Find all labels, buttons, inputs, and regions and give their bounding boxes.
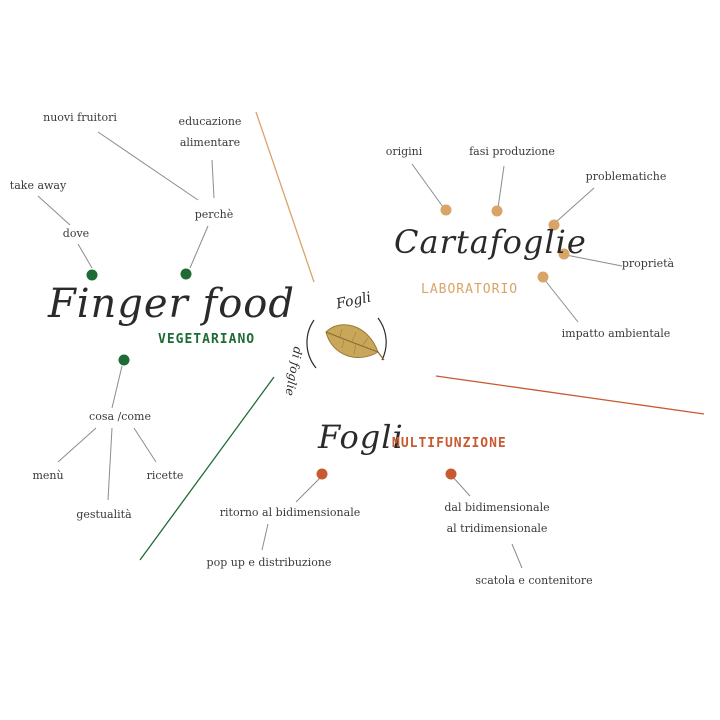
node-menu: menù xyxy=(32,469,64,482)
node-cosa-come: cosa /come xyxy=(89,410,151,423)
connector xyxy=(133,427,157,463)
connector xyxy=(111,365,123,409)
node-dot-origini xyxy=(440,204,452,216)
connector xyxy=(189,225,209,269)
connector xyxy=(77,243,93,269)
subtitle-laboratorio: LABORATORIO xyxy=(421,282,519,297)
node-dot-fasi-produzione xyxy=(491,205,503,217)
node-problematiche: problematiche xyxy=(585,170,667,183)
node-nuovi-fruitori: nuovi fruitori xyxy=(43,111,117,124)
node-dot-cosa-come xyxy=(118,354,130,366)
connector xyxy=(555,187,595,223)
node-dot-dal-bidimensionale xyxy=(445,468,457,480)
title-cartafoglie: Cartafoglie xyxy=(394,223,587,261)
node-ricette: ricette xyxy=(146,469,184,482)
connector xyxy=(37,195,71,226)
divider-gold xyxy=(255,111,315,283)
leaf-icon xyxy=(325,324,385,361)
node-impatto-ambientale: impatto ambientale xyxy=(561,327,671,340)
connector xyxy=(451,475,471,497)
node-dot-dove xyxy=(86,269,98,281)
node-take-away: take away xyxy=(9,179,67,192)
connector xyxy=(543,278,579,323)
connector xyxy=(497,165,505,209)
node-educazione: educazione xyxy=(178,115,242,128)
node-al-tridimensionale: al tridimensionale xyxy=(446,522,548,535)
title-finger-food: Finger food xyxy=(48,281,295,327)
node-proprieta: proprietà xyxy=(621,257,675,270)
divider-orange xyxy=(435,375,705,415)
node-ritorno-bidimensionale: ritorno al bidimensionale xyxy=(219,506,361,519)
node-fasi-produzione: fasi produzione xyxy=(469,145,555,158)
node-dal-bidimensionale: dal bidimensionale xyxy=(444,501,550,514)
node-pop-up: pop up e distribuzione xyxy=(206,556,332,569)
subtitle-vegetariano: VEGETARIANO xyxy=(158,332,256,347)
divider-green xyxy=(139,376,275,561)
center-logo: Fogli di foglie xyxy=(283,290,396,397)
connector xyxy=(211,159,215,199)
node-dove: dove xyxy=(62,227,90,240)
connector xyxy=(565,254,623,267)
node-perche: perchè xyxy=(194,208,234,221)
node-gestualita: gestualità xyxy=(76,508,132,521)
node-dot-impatto-ambientale xyxy=(537,271,549,283)
node-origini: origini xyxy=(385,145,423,158)
node-dot-problematiche xyxy=(548,219,560,231)
connector xyxy=(97,131,199,201)
connector xyxy=(107,427,113,501)
title-fogli: Fogli xyxy=(318,418,404,456)
node-dot-proprieta xyxy=(558,248,570,260)
node-dot-ritorno xyxy=(316,468,328,480)
node-scatola-contenitore: scatola e contenitore xyxy=(475,574,593,587)
connector xyxy=(57,427,97,463)
connector xyxy=(261,523,269,551)
logo-ring xyxy=(306,317,387,369)
node-alimentare: alimentare xyxy=(179,136,241,149)
connector xyxy=(511,543,523,569)
node-dot-perche xyxy=(180,268,192,280)
connector xyxy=(411,163,444,208)
subtitle-multifunzione: MULTIFUNZIONE xyxy=(392,436,507,451)
connector xyxy=(295,475,323,503)
